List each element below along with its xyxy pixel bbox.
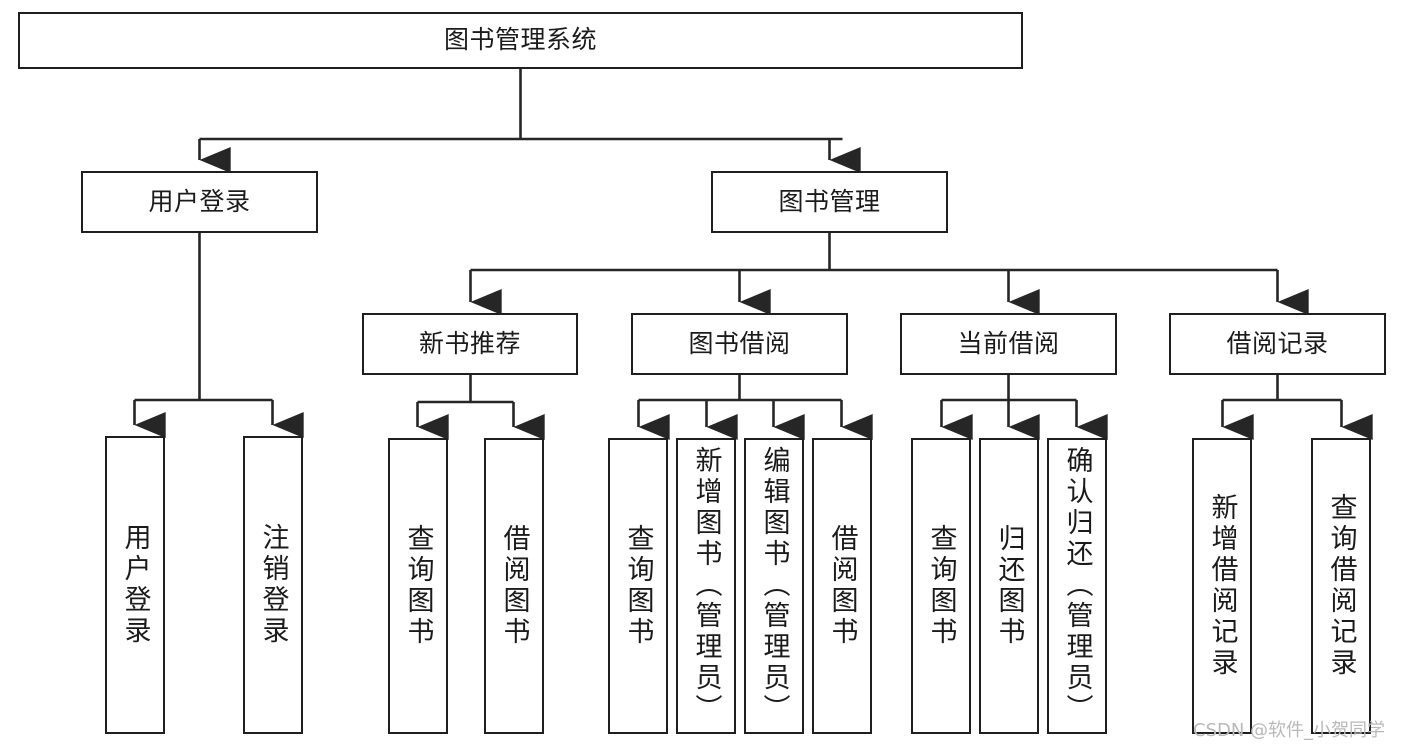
node-label: 用户登录 bbox=[119, 523, 151, 647]
node-leaf-add-book-admin[interactable]: 新增图书（管理员） bbox=[676, 438, 736, 734]
node-borrow-records[interactable]: 借阅记录 bbox=[1169, 313, 1386, 375]
node-label: 查询图书 bbox=[402, 524, 434, 648]
node-label: 图书借阅 bbox=[688, 328, 791, 358]
node-label: 图书管理 bbox=[778, 186, 881, 216]
node-label: 新增借阅记录 bbox=[1206, 493, 1238, 679]
node-leaf-query-book-newbook[interactable]: 查询图书 bbox=[388, 438, 448, 734]
node-root-book-management-system[interactable]: 图书管理系统 bbox=[18, 12, 1023, 69]
node-label: 用户登录 bbox=[148, 186, 251, 216]
node-label: 查询图书 bbox=[925, 524, 957, 648]
node-label: 借阅记录 bbox=[1226, 328, 1329, 358]
node-label: 查询借阅记录 bbox=[1325, 493, 1357, 679]
node-label: 确认归还（管理员） bbox=[1061, 446, 1093, 725]
node-leaf-query-borrow-record[interactable]: 查询借阅记录 bbox=[1311, 438, 1371, 734]
node-label: 图书管理系统 bbox=[443, 25, 597, 55]
node-user-login[interactable]: 用户登录 bbox=[81, 171, 318, 233]
node-leaf-return-book[interactable]: 归还图书 bbox=[979, 438, 1039, 734]
node-new-book-recommendation[interactable]: 新书推荐 bbox=[362, 313, 578, 375]
node-leaf-edit-book-admin[interactable]: 编辑图书（管理员） bbox=[744, 438, 804, 734]
node-book-management[interactable]: 图书管理 bbox=[711, 171, 948, 233]
csdn-watermark: CSDN @软件_小贺同学 bbox=[1193, 720, 1386, 741]
node-current-borrow[interactable]: 当前借阅 bbox=[900, 313, 1117, 375]
node-label: 注销登录 bbox=[257, 523, 289, 647]
node-label: 归还图书 bbox=[993, 524, 1025, 648]
node-label: 查询图书 bbox=[622, 524, 654, 648]
node-leaf-borrow-book-borrow[interactable]: 借阅图书 bbox=[812, 438, 872, 734]
node-leaf-borrow-book-newbook[interactable]: 借阅图书 bbox=[484, 438, 544, 734]
node-label: 新增图书（管理员） bbox=[690, 446, 722, 725]
node-leaf-query-book-borrow[interactable]: 查询图书 bbox=[608, 438, 668, 734]
node-leaf-add-borrow-record[interactable]: 新增借阅记录 bbox=[1192, 438, 1252, 734]
node-leaf-user-login[interactable]: 用户登录 bbox=[105, 436, 165, 734]
node-label: 编辑图书（管理员） bbox=[758, 446, 790, 725]
node-leaf-logout[interactable]: 注销登录 bbox=[243, 436, 303, 734]
node-label: 借阅图书 bbox=[498, 524, 530, 648]
node-book-borrow[interactable]: 图书借阅 bbox=[631, 313, 848, 375]
node-leaf-confirm-return-admin[interactable]: 确认归还（管理员） bbox=[1047, 438, 1107, 734]
node-label: 新书推荐 bbox=[418, 328, 521, 358]
node-leaf-query-book-current[interactable]: 查询图书 bbox=[911, 438, 971, 734]
node-label: 当前借阅 bbox=[957, 328, 1060, 358]
node-label: 借阅图书 bbox=[826, 524, 858, 648]
